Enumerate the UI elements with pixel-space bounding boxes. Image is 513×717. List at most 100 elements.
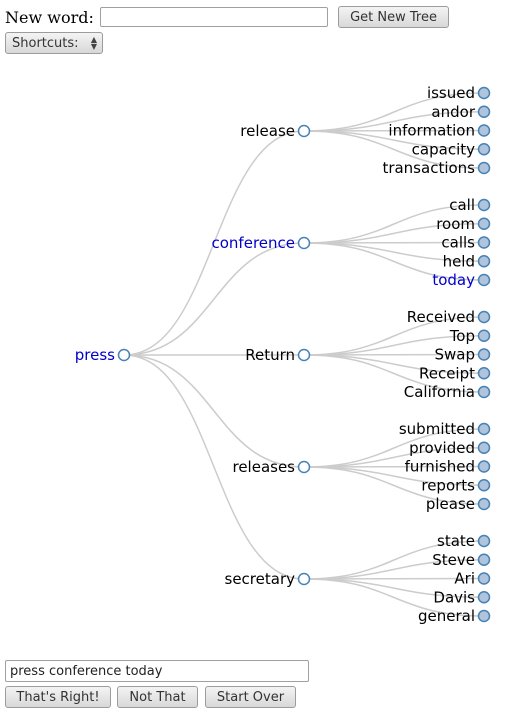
node-label[interactable]: provided: [409, 439, 475, 457]
node-label[interactable]: today: [432, 271, 475, 289]
node-label[interactable]: Steve: [432, 551, 475, 569]
thats-right-button[interactable]: That's Right!: [5, 686, 111, 708]
node-circle-icon[interactable]: [477, 86, 491, 100]
node-label[interactable]: call: [449, 196, 475, 214]
node-circle-icon[interactable]: [477, 273, 491, 287]
node-label[interactable]: Received: [407, 308, 475, 326]
tree-leaf-node[interactable]: furnished: [405, 458, 491, 476]
node-label[interactable]: Davis: [433, 588, 475, 606]
node-label[interactable]: reports: [421, 476, 475, 494]
node-circle-icon[interactable]: [477, 367, 491, 380]
node-label[interactable]: please: [426, 495, 475, 513]
node-circle-icon[interactable]: [297, 236, 311, 250]
node-circle-icon[interactable]: [477, 198, 491, 212]
node-label[interactable]: andor: [431, 103, 475, 121]
tree-branch-node[interactable]: release: [240, 122, 311, 140]
node-circle-icon[interactable]: [477, 236, 491, 249]
node-circle-icon[interactable]: [477, 105, 491, 118]
node-label[interactable]: release: [240, 122, 295, 140]
node-circle-icon[interactable]: [477, 553, 491, 566]
node-circle-icon[interactable]: [297, 572, 311, 586]
node-circle-icon[interactable]: [297, 124, 311, 138]
tree-leaf-node[interactable]: Top: [449, 327, 491, 345]
tree-leaf-node[interactable]: please: [426, 495, 491, 513]
node-circle-icon[interactable]: [477, 609, 491, 623]
node-label[interactable]: transactions: [382, 159, 475, 177]
node-label[interactable]: information: [388, 122, 475, 140]
node-label[interactable]: Return: [245, 346, 295, 364]
node-circle-icon[interactable]: [477, 441, 491, 454]
node-label[interactable]: Swap: [434, 346, 475, 364]
node-label[interactable]: held: [443, 252, 475, 270]
tree-leaf-node[interactable]: Swap: [434, 346, 491, 364]
tree-leaf-node[interactable]: Received: [407, 308, 491, 326]
node-label[interactable]: secretary: [225, 570, 296, 588]
node-circle-icon[interactable]: [477, 534, 491, 548]
phrase-input[interactable]: [5, 660, 309, 682]
tree-leaf-node[interactable]: room: [436, 215, 491, 233]
node-label[interactable]: Top: [449, 327, 475, 345]
node-label[interactable]: calls: [441, 234, 475, 252]
tree-leaf-node[interactable]: today: [432, 271, 491, 289]
node-label[interactable]: capacity: [412, 140, 475, 158]
node-label[interactable]: conference: [212, 234, 296, 252]
node-circle-icon[interactable]: [477, 143, 491, 156]
not-that-button[interactable]: Not That: [117, 686, 198, 708]
get-new-tree-button[interactable]: Get New Tree: [338, 6, 449, 28]
tree-leaf-node[interactable]: information: [388, 122, 491, 140]
tree-leaf-node[interactable]: Davis: [433, 588, 491, 606]
tree-branch-node[interactable]: releases: [232, 458, 311, 476]
tree-leaf-node[interactable]: California: [404, 383, 491, 401]
node-circle-icon[interactable]: [477, 310, 491, 324]
tree-leaf-node[interactable]: calls: [441, 234, 491, 252]
tree-leaf-node[interactable]: capacity: [412, 140, 491, 158]
node-circle-icon[interactable]: [477, 591, 491, 604]
tree-leaf-node[interactable]: transactions: [382, 159, 491, 177]
tree-leaf-node[interactable]: held: [443, 252, 491, 270]
tree-leaf-node[interactable]: Steve: [432, 551, 491, 569]
shortcuts-select[interactable]: Shortcuts: ▲▼: [5, 32, 103, 54]
node-circle-icon[interactable]: [477, 124, 491, 137]
node-label[interactable]: releases: [232, 458, 295, 476]
tree-leaf-node[interactable]: reports: [421, 476, 491, 494]
tree-branch-node[interactable]: Return: [245, 346, 311, 364]
tree-leaf-node[interactable]: general: [418, 607, 491, 625]
node-label[interactable]: issued: [427, 84, 475, 102]
node-circle-icon[interactable]: [477, 479, 491, 492]
node-circle-icon[interactable]: [477, 385, 491, 399]
node-circle-icon[interactable]: [477, 460, 491, 473]
node-circle-icon[interactable]: [297, 460, 311, 474]
node-label[interactable]: California: [404, 383, 475, 401]
tree-leaf-node[interactable]: andor: [431, 103, 491, 121]
node-circle-icon[interactable]: [297, 348, 311, 362]
node-label[interactable]: Ari: [454, 570, 475, 588]
tree-root-node[interactable]: press: [75, 346, 131, 364]
node-circle-icon[interactable]: [477, 161, 491, 175]
node-label[interactable]: general: [418, 607, 475, 625]
node-circle-icon[interactable]: [477, 497, 491, 511]
node-circle-icon[interactable]: [477, 422, 491, 436]
node-label[interactable]: submitted: [399, 420, 475, 438]
node-label[interactable]: state: [437, 532, 475, 550]
tree-leaf-node[interactable]: call: [449, 196, 491, 214]
node-circle-icon[interactable]: [477, 329, 491, 342]
tree-branch-node[interactable]: secretary: [225, 570, 311, 588]
node-label[interactable]: press: [75, 346, 115, 364]
tree-leaf-node[interactable]: Ari: [454, 570, 491, 588]
tree-leaf-node[interactable]: submitted: [399, 420, 491, 438]
node-circle-icon[interactable]: [477, 255, 491, 268]
node-circle-icon[interactable]: [477, 348, 491, 361]
node-circle-icon[interactable]: [477, 572, 491, 585]
node-label[interactable]: furnished: [405, 458, 475, 476]
tree-leaf-node[interactable]: Receipt: [419, 364, 491, 382]
tree-leaf-node[interactable]: issued: [427, 84, 491, 102]
tree-leaf-node[interactable]: state: [437, 532, 491, 550]
node-circle-icon[interactable]: [477, 217, 491, 230]
tree-branch-node[interactable]: conference: [212, 234, 311, 252]
start-over-button[interactable]: Start Over: [205, 686, 296, 708]
node-label[interactable]: room: [436, 215, 475, 233]
node-label[interactable]: Receipt: [419, 364, 475, 382]
node-circle-icon[interactable]: [117, 348, 131, 362]
new-word-input[interactable]: [99, 7, 328, 27]
tree-leaf-node[interactable]: provided: [409, 439, 491, 457]
